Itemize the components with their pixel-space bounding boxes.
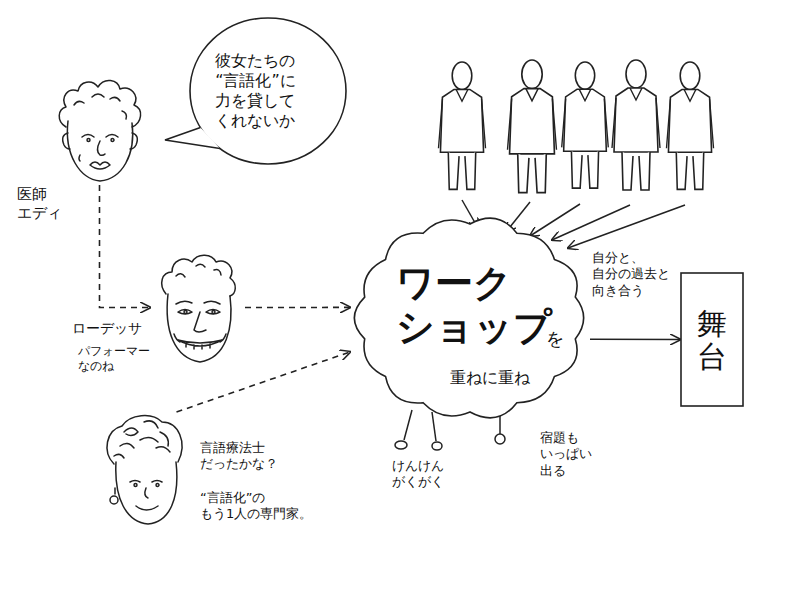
face-line [82,135,118,138]
bubble-tail [165,128,220,149]
face-line [176,264,221,277]
face-line [67,121,132,181]
note-text: けんけん がくがく [392,458,452,491]
face-line [136,506,158,510]
connector-arrow [590,338,680,340]
speech-bubble: 彼女たちの “言語化”に 力を貸して くれないか [188,16,348,166]
stage-box: 舞台 [680,272,744,407]
face-line [110,488,118,504]
leader-arrow [568,205,685,248]
face-line [134,484,159,487]
connector-arrow [245,307,350,309]
face-line [178,340,222,349]
face-line [114,421,170,458]
pop-line [404,410,412,440]
node-outline [52,75,147,185]
speech-text: 彼女たちの “言語化”に 力を貸して くれないか [215,51,321,131]
face-line [107,416,182,464]
name-label: 医師 エディ [17,185,67,223]
workshop-cloud: ワーク ショップを重ねに重ね [350,212,590,424]
face-line [162,255,236,296]
cloud-note: 重ねに重ね [450,368,530,388]
face-line [176,301,220,304]
particle-text: を [546,328,564,351]
face-line [98,141,106,155]
pop-line [432,412,436,441]
pop-blob [432,442,442,450]
connector-arrow [100,185,151,308]
face-line [145,488,148,498]
name-label: ローデッサ [72,320,142,338]
pop-blob [395,441,407,449]
people-group [438,60,713,193]
face-line [116,462,177,524]
person-figure [612,60,660,190]
person-figure [562,62,609,188]
note-text: 自分と、 自分の過去と 向き合う [592,250,677,299]
pop-blob [495,434,505,444]
person-figure [508,60,557,193]
note-text: “言語化”の もう1人の専門家。 [200,490,330,523]
node-outline [100,412,190,530]
note-text: パフォーマー なのね [78,344,156,374]
doctor-face: 医師 エディ [52,75,147,185]
face-line [167,294,231,362]
cloud-title: ワーク ショップ [396,262,559,349]
note-text: 宿題も いっぱい 出る [540,430,600,479]
face-line [194,312,206,332]
face-line [90,162,110,169]
therapist-face: 言語療法士 だったかな？“言語化”の もう1人の専門家。 [100,412,190,530]
face-line [59,80,140,127]
note-text: 言語療法士 だったかな？ [200,440,291,473]
box-outline [681,273,743,406]
stage-text: 舞台 [697,307,727,373]
node-outline [150,250,245,365]
face-line [79,155,80,161]
leader-arrow [552,205,630,240]
face-line [74,94,127,119]
person-figure [438,62,485,189]
bubble-tail-fill [165,128,220,149]
face-line [130,481,162,483]
performer-face: ローデッサパフォーマー なのね [150,250,245,365]
cloud-outline [354,218,583,418]
person-figure [666,62,713,189]
face-line [174,334,226,342]
pop-line [499,416,501,434]
